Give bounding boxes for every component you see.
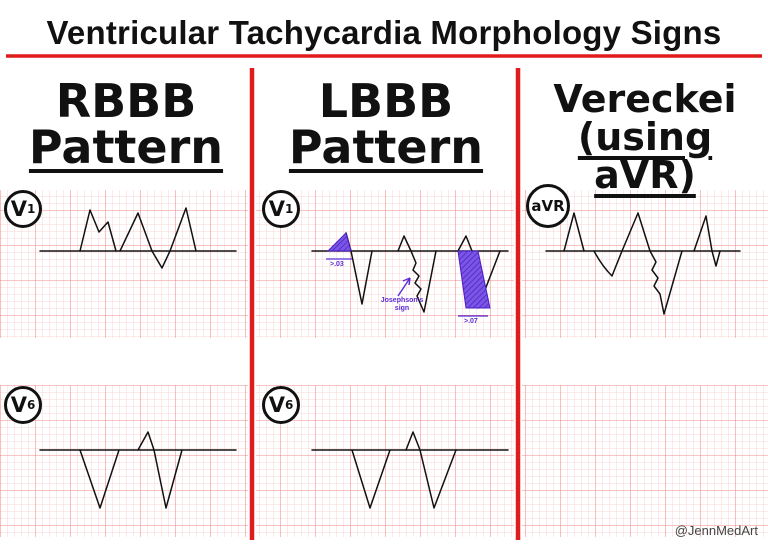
avr-complex-3 (693, 215, 721, 267)
rbbb-v1-complex-1 (79, 209, 117, 252)
rs-interval-highlight (457, 250, 491, 309)
rbbb-v1-complex-2 (119, 207, 197, 269)
lbbb-v6-complex-2 (405, 431, 457, 509)
avr-complex-2 (593, 212, 683, 315)
column-heading-vereckei-line1: Vereckei (553, 77, 737, 121)
grid-rbbb-v6 (0, 385, 248, 537)
page-title: Ventricular Tachycardia Morphology Signs (46, 14, 722, 51)
josephson-pointer-head (402, 277, 411, 286)
rs-interval-annotation: >.07 (464, 318, 478, 325)
column-heading-lbbb-line1: LBBB (318, 74, 454, 128)
rbbb-v6-complex-2 (137, 431, 183, 509)
grid-empty-bottom-right (522, 385, 768, 537)
column-heading-lbbb-line2: Pattern (288, 120, 484, 174)
column-heading-vereckei: Vereckei (using aVR) (522, 80, 768, 194)
column-heading-rbbb-line2: Pattern (28, 120, 224, 174)
grid-rbbb-v1 (0, 190, 248, 338)
lbbb-v1-highlights (326, 232, 491, 317)
avr-complex-1 (563, 212, 585, 252)
lbbb-v6-complex-1 (351, 449, 391, 509)
artist-credit: @JennMedArt (674, 523, 758, 538)
column-heading-rbbb: RBBB Pattern (10, 78, 242, 170)
josephson-sign-annotation: Josephson's sign (380, 297, 424, 312)
column-heading-lbbb: LBBB Pattern (262, 78, 510, 170)
column-heading-rbbb-line1: RBBB (55, 74, 197, 128)
r-wave-width-highlight (326, 232, 352, 252)
rbbb-v6-complex-1 (79, 449, 120, 509)
grid-panels (0, 190, 768, 537)
lead-label-avr: aVR (526, 184, 570, 228)
r-width-annotation: >.03 (330, 261, 344, 268)
column-heading-vereckei-line2: (using aVR) (577, 115, 713, 197)
lbbb-v1-complex-2 (397, 235, 437, 313)
josephson-pointer (397, 277, 411, 297)
